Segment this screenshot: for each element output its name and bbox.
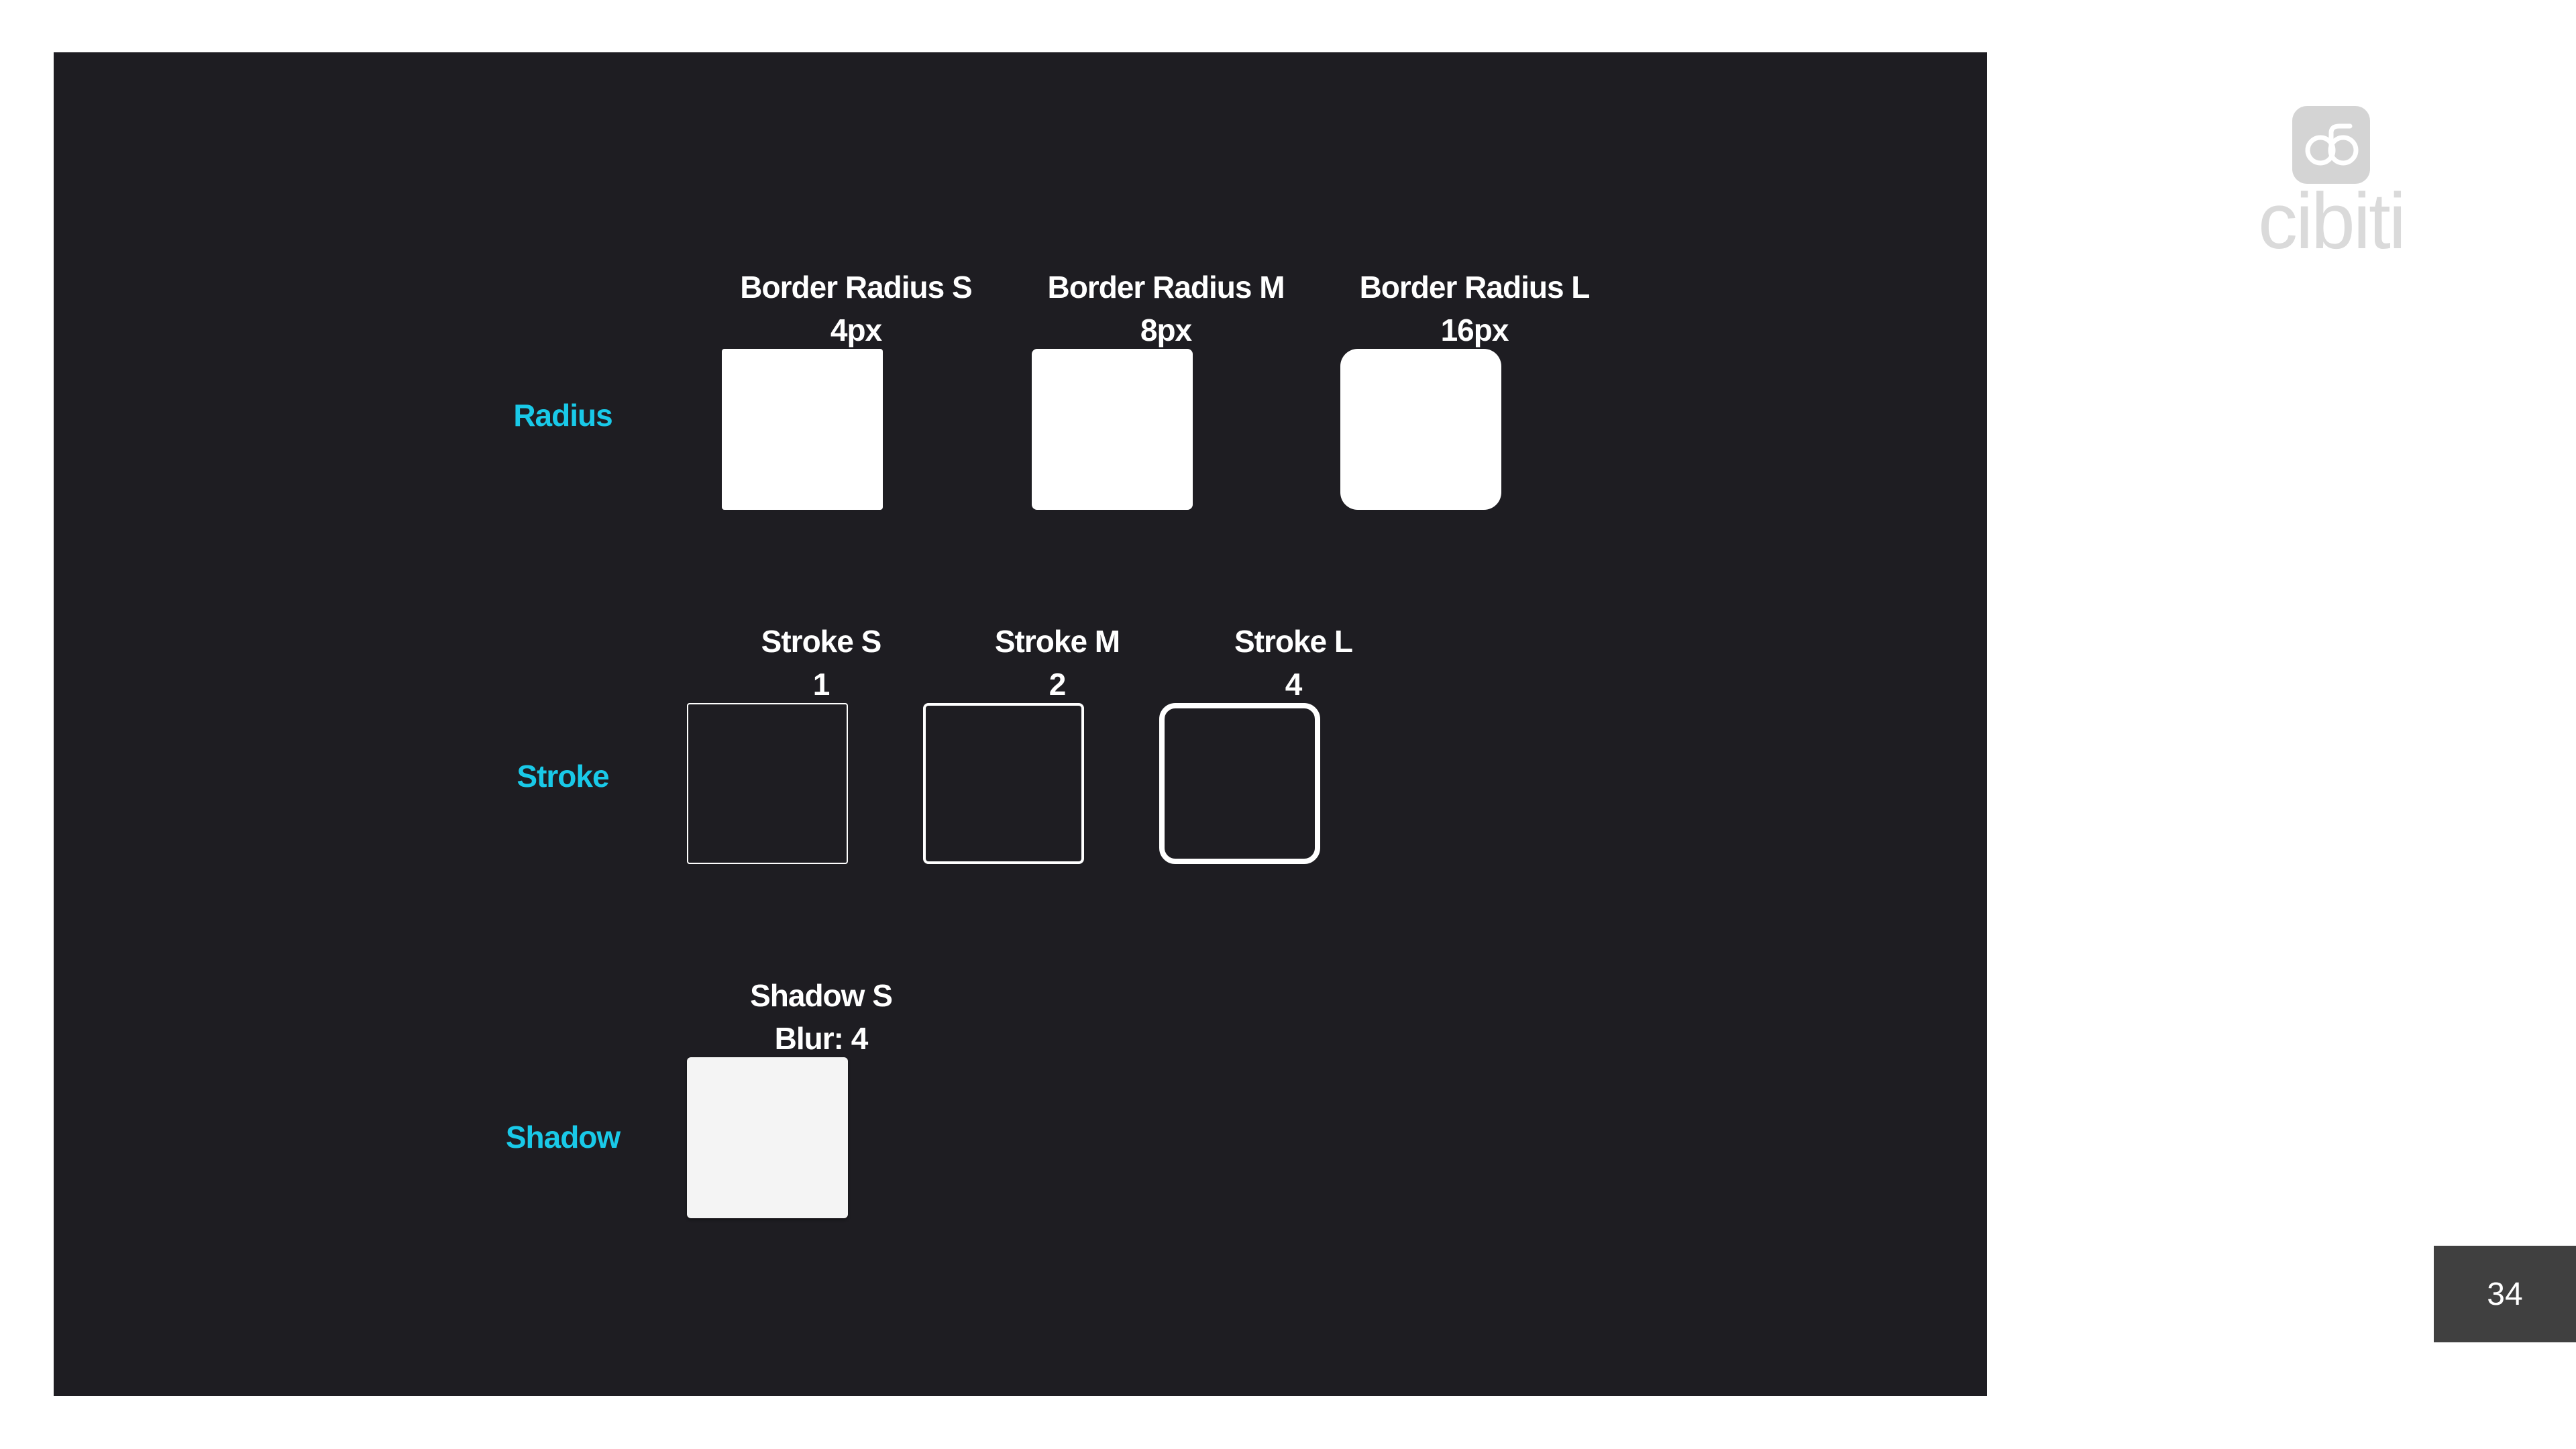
logo-wordmark: cibiti [2257,177,2406,266]
radius-s-caption: Border Radius S 4px [715,266,997,352]
design-token-canvas: Radius Border Radius S 4px Border Radius… [54,52,1987,1396]
page-number-badge: 34 [2434,1246,2576,1342]
stroke-l-swatch [1159,703,1320,864]
radius-m-title: Border Radius M [1047,270,1285,305]
stroke-s-caption: Stroke S 1 [680,620,962,706]
stroke-m-value: 2 [1049,667,1067,702]
stroke-m-swatch [923,703,1084,864]
shadow-s-swatch [687,1057,848,1218]
stroke-l-value: 4 [1285,667,1303,702]
radius-m-caption: Border Radius M 8px [1025,266,1307,352]
link-glasses-icon [2292,106,2370,184]
radius-l-value: 16px [1440,313,1509,347]
radius-s-value: 4px [830,313,882,347]
radius-l-title: Border Radius L [1359,270,1591,305]
shadow-s-value: Blur: 4 [774,1021,869,1056]
cibiti-logo: cibiti [2231,106,2445,267]
stroke-l-title: Stroke L [1234,624,1353,659]
radius-l-caption: Border Radius L 16px [1334,266,1615,352]
radius-s-title: Border Radius S [740,270,972,305]
stroke-s-value: 1 [812,667,830,702]
stroke-m-caption: Stroke M 2 [916,620,1198,706]
shadow-s-caption: Shadow S Blur: 4 [680,974,962,1060]
row-label-radius: Radius [513,398,612,433]
radius-m-value: 8px [1140,313,1192,347]
radius-l-swatch [1340,349,1501,510]
stroke-s-swatch [687,703,848,864]
stroke-m-title: Stroke M [994,624,1120,659]
stroke-l-caption: Stroke L 4 [1152,620,1434,706]
row-label-stroke: Stroke [517,759,609,794]
stroke-s-title: Stroke S [761,624,882,659]
shadow-s-title: Shadow S [750,978,893,1013]
radius-s-swatch [722,349,883,510]
radius-m-swatch [1032,349,1193,510]
row-label-shadow: Shadow [505,1120,621,1155]
